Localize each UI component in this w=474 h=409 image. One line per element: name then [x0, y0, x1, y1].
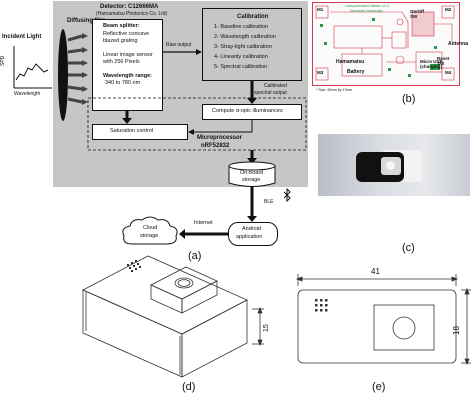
calibration-item-2: 2- Wavelength calibration	[214, 34, 276, 40]
compute-label: Compute α-opic illuminances	[212, 108, 283, 114]
panel-d-label: (d)	[182, 381, 196, 393]
device-isometric-drawing	[82, 255, 264, 378]
calibration-item-1: 1- Baseline calibration	[214, 24, 269, 30]
pcb-header-1: Unsupervised Meter v1.2	[345, 3, 390, 8]
microprocessor-title: Microprocessor	[197, 135, 243, 141]
spd-graph	[13, 46, 52, 89]
detector-to-saturation-arrow	[87, 97, 307, 164]
diffusing-film-label: Diffusing film	[67, 18, 106, 24]
pcb-label-m2: M2	[445, 7, 452, 12]
wavelength-range-value: 340 to 780 nm	[105, 80, 141, 86]
android-app-line-1: Android	[242, 226, 261, 232]
pcb-label-hamamatsu: Hamamatsu	[336, 59, 365, 65]
ble-arrow	[247, 187, 257, 222]
panel-b-label: (b)	[402, 93, 416, 105]
onboard-storage-line-1: On-board	[240, 170, 264, 176]
wavelength-axis-label: Wavelength	[14, 91, 41, 97]
panel-a-label: (a)	[188, 250, 202, 262]
pcb-header-2: Nevada University	[350, 8, 383, 13]
detector-title: Detector: C12666MA	[100, 4, 159, 10]
detector-box	[92, 19, 163, 111]
onboard-storage-shape	[228, 161, 276, 187]
sensor-line-1: Linear image sensor	[103, 52, 153, 58]
wavelength-range-title: Wavelength range:	[103, 73, 152, 79]
device-sensor-lens	[386, 161, 395, 170]
saturation-box	[92, 124, 188, 140]
calibration-item-4: 4- Linearity calibration	[214, 54, 268, 60]
cloud-storage-line-1: Cloud	[143, 225, 158, 231]
panel-c-label: (c)	[402, 242, 415, 254]
saturation-label: Saturation control	[110, 128, 154, 134]
raw-output-label: Raw output	[166, 42, 192, 48]
cloud-icon	[122, 216, 178, 245]
calibration-item-5: 5- Spectral calibration	[214, 64, 268, 70]
panel-e-width: 41	[371, 267, 380, 276]
calibrated-output-line-2: spectral output	[254, 90, 287, 96]
pcb-label-battery: Battery	[347, 69, 365, 75]
cloud-storage-line-2: storage	[140, 233, 159, 239]
calibration-title: Calibration	[237, 14, 269, 20]
pcb-label-antenna: Antenna	[448, 41, 468, 47]
pcb-label-onoff: On/Off SW	[410, 9, 424, 19]
pcb-label-usb: Micro USB (charging)	[420, 59, 443, 69]
internet-arrow	[179, 229, 228, 239]
raw-output-arrow	[163, 49, 202, 55]
microprocessor-model: nRF52832	[201, 143, 230, 149]
pcb-size-note: * Size: 40mm by 17mm	[316, 88, 353, 92]
onboard-storage-line-2: storage	[242, 177, 261, 183]
pcb-label-m4: M4	[445, 70, 452, 75]
diffusing-film-arrows	[58, 29, 88, 121]
calibrated-output-line-1: Calibrated	[264, 83, 287, 89]
pcb-label-m1: M1	[317, 7, 324, 12]
internet-label: Internet	[194, 220, 213, 226]
beam-splitter-line-1: Reflective concave	[103, 31, 150, 37]
compute-box	[202, 104, 302, 120]
calibrated-output-arrow	[247, 81, 257, 104]
pcb-label-reset: Reset SW	[437, 56, 450, 66]
beam-splitter-line-2: blazed grating	[103, 38, 138, 44]
sensor-line-2: with 256 Pixels	[103, 59, 140, 65]
pcb-traces	[315, 5, 455, 81]
pcb-label-m3: M3	[317, 70, 324, 75]
android-app-line-2: application	[236, 234, 263, 240]
beam-splitter-title: Beam splitter:	[103, 23, 140, 29]
detector-subtitle: (Hamamatsu Photonics Co. Ltd)	[96, 11, 168, 17]
panel-e-height: 18	[452, 326, 461, 335]
ble-label: BLE	[264, 199, 274, 205]
android-app-box	[228, 222, 278, 246]
panel-e-label: (e)	[372, 381, 386, 393]
incident-light-label: Incident Light	[2, 34, 42, 40]
bluetooth-icon	[283, 187, 291, 203]
calibration-box	[202, 8, 302, 81]
calibration-item-3: 3- Stray-light calibration	[214, 44, 272, 50]
